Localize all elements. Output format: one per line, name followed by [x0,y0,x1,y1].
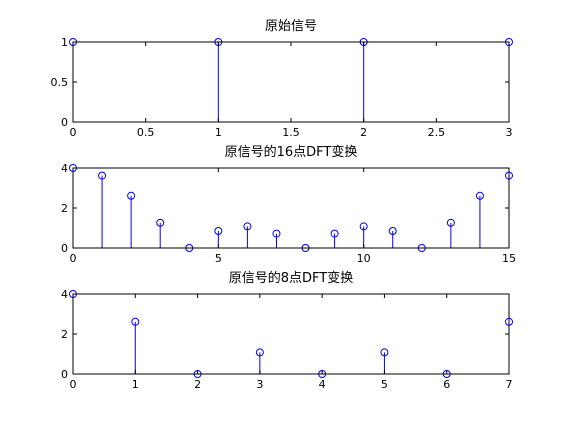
x-tick-label: 5 [215,252,222,265]
y-tick-label: 2 [61,328,68,341]
subplot-8-point-dft: 原信号的8点DFT变换 0 1 2 3 4 5 6 7 0 2 4 [61,270,513,391]
axes-frame [72,293,510,375]
x-tick-label: 15 [502,252,516,265]
subplot-original-signal: 原始信号 0 0.5 1 1.5 2 2.5 3 0 0.5 1 [51,19,513,139]
y-tick-label: 4 [61,288,68,301]
chart-title: 原始信号 [265,19,317,34]
axes-frame [72,41,510,123]
y-tick-label: 0 [61,116,68,129]
stem-marker [243,222,252,231]
stem-marker [156,218,165,227]
y-tick-label: 0.5 [51,76,69,89]
stem-marker [475,191,484,200]
chart-title: 原信号的16点DFT变换 [225,144,358,160]
x-tick-label: 0 [70,378,77,391]
stem-marker [380,348,389,357]
stem-marker [272,229,281,238]
y-tick-label: 2 [61,202,68,215]
y-tick-label: 0 [61,368,68,381]
x-tick-label: 7 [506,378,513,391]
y-tick-label: 1 [61,36,68,49]
x-tick-label: 10 [357,252,371,265]
axis-ticks: 0 1 2 3 4 5 6 7 0 2 4 [61,288,513,391]
x-tick-label: 5 [381,378,388,391]
stem-marker [330,229,339,238]
x-tick-label: 2 [360,126,367,139]
x-tick-label: 1.5 [282,126,300,139]
x-tick-label: 6 [443,378,450,391]
x-tick-label: 1 [215,126,222,139]
stem-marker [359,222,368,231]
x-tick-label: 3 [256,378,263,391]
stem-marker [98,171,107,180]
stem-marker [127,191,136,200]
x-tick-label: 0 [70,126,77,139]
y-tick-label: 0 [61,242,68,255]
x-tick-label: 2.5 [428,126,446,139]
x-tick-label: 1 [132,378,139,391]
axes-frame [72,167,510,249]
x-tick-label: 2 [194,378,201,391]
stem-marker [255,348,264,357]
axis-ticks: 0 5 10 15 0 2 4 [61,162,516,265]
chart-title: 原信号的8点DFT变换 [229,270,353,286]
stem-marker [214,227,223,235]
subplot-16-point-dft: 原信号的16点DFT变换 0 5 10 15 0 2 4 [61,144,516,265]
stem-marker [388,227,397,235]
x-tick-label: 0.5 [137,126,155,139]
x-tick-label: 3 [506,126,513,139]
stem-marker [446,218,455,227]
x-tick-label: 4 [319,378,326,391]
stem-marker [131,317,140,326]
x-tick-label: 0 [70,252,77,265]
y-tick-label: 4 [61,162,68,175]
